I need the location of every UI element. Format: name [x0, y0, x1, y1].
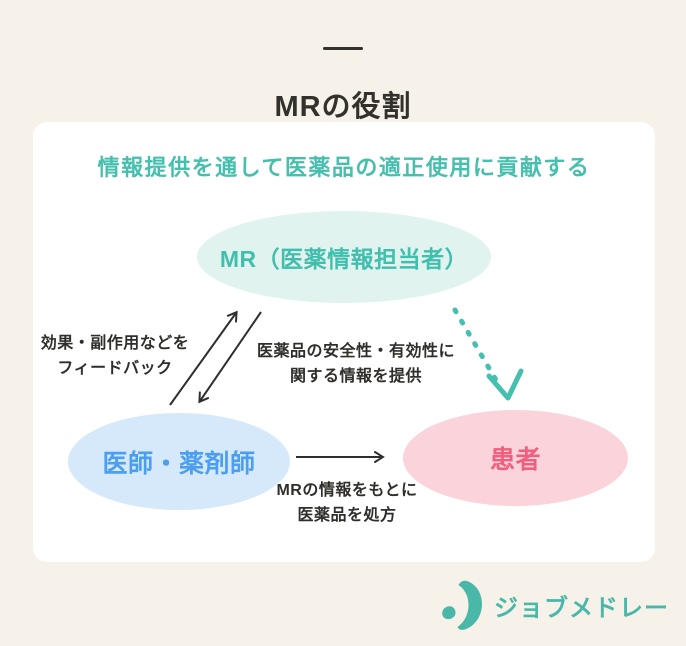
prescribe-label: MRの情報をもとに 医薬品を処方 — [261, 478, 433, 528]
node-patient-label: 患者 — [489, 446, 541, 474]
provide-label-line1: 医薬品の安全性・有効性に — [256, 343, 455, 360]
prescribe-label-line2: 医薬品を処方 — [297, 507, 397, 524]
provide-label: 医薬品の安全性・有効性に 関する情報を提供 — [243, 339, 469, 389]
node-mr-label: MR（医薬情報担当者） — [219, 246, 469, 272]
node-mr: MR（医薬情報担当者） — [197, 211, 491, 303]
crescent-j-icon — [442, 580, 482, 630]
title-divider-dash — [323, 47, 363, 50]
feedback-label-line1: 効果・副作用などを — [40, 335, 190, 352]
prescribe-label-line1: MRの情報をもとに — [276, 482, 418, 499]
inform-arrowhead — [486, 368, 524, 401]
jobmedley-logo: ジョブメドレー — [438, 580, 669, 630]
jobmedley-wordmark: ジョブメドレー — [494, 594, 669, 622]
node-patient: 患者 — [403, 410, 628, 506]
diagram-card: 情報提供を通して医薬品の適正使用に貢献する MR（医薬情報担当者） 医師・薬剤師 — [33, 122, 655, 562]
node-doctor: 医師・薬剤師 — [68, 413, 290, 510]
node-doctor-label: 医師・薬剤師 — [102, 449, 256, 478]
provide-label-line2: 関する情報を提供 — [289, 368, 422, 385]
diagram-heading: 情報提供を通して医薬品の適正使用に貢献する — [97, 155, 591, 180]
feedback-label: 効果・副作用などを フィードバック — [35, 331, 195, 381]
page-title: MRの役割 — [274, 91, 412, 124]
feedback-label-line2: フィードバック — [57, 360, 173, 377]
